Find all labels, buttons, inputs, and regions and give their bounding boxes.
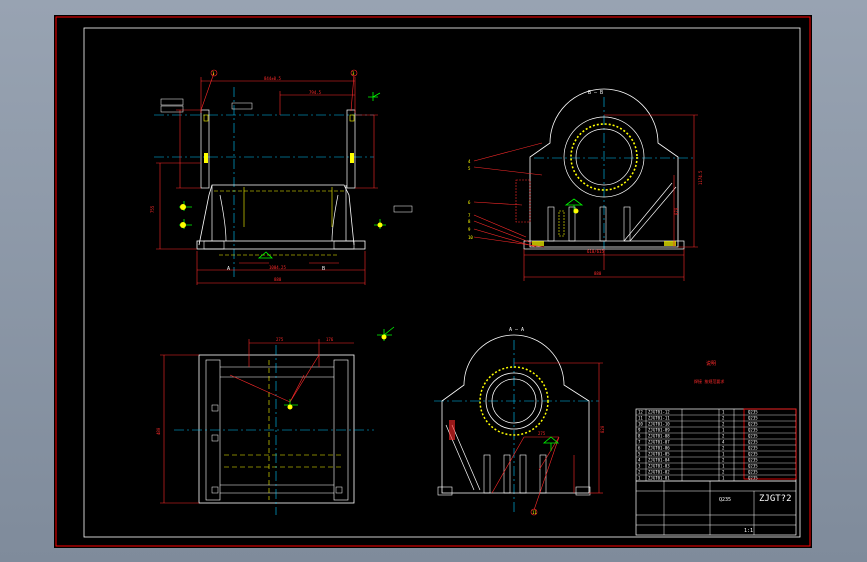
front-dim-width: 844±0.5 <box>264 76 281 81</box>
side-balloon-4: 4 <box>468 159 471 164</box>
bom-cell-no: 2 <box>638 470 641 475</box>
note-text: 焊接 按规范要求 <box>694 378 724 384</box>
front-dim-half: 794.5 <box>309 90 322 95</box>
cad-drawing: 1 3 844±0.5 794.5 1004.25 880 755 A B B … <box>55 16 811 547</box>
bom-cell-no: 12 <box>638 410 643 415</box>
side-balloon-7: 7 <box>468 213 471 218</box>
bom-cell-no: 3 <box>638 464 641 469</box>
front-view: 1 3 844±0.5 794.5 1004.25 880 755 A B <box>150 69 413 285</box>
section-mark-b: B <box>322 266 325 272</box>
bom-cell-mat: Q235 <box>748 440 758 445</box>
bom-cell-mat: Q235 <box>748 410 758 415</box>
bom-cell-code: ZJGT01-09 <box>648 428 670 433</box>
front-dim-base: 880 <box>274 277 282 282</box>
drawing-number: ZJGT?2 <box>759 494 792 504</box>
bom-cell-qty: 2 <box>722 416 725 421</box>
side-balloon-9: 9 <box>468 227 471 232</box>
bom-cell-code: ZJGT01-05 <box>648 452 670 457</box>
bom-cell-qty: 1 <box>722 476 725 481</box>
outer-frame <box>55 16 811 547</box>
bom-cell-code: ZJGT01-06 <box>648 446 670 451</box>
bom-cell-mat: Q235 <box>748 458 758 463</box>
bom-cell-qty: 1 <box>722 428 725 433</box>
bom-cell-no: 6 <box>638 446 641 451</box>
title-block: ZJGT?2 Q235 1:1 <box>635 408 797 536</box>
bom-cell-code: ZJGT01-07 <box>648 440 670 445</box>
plan-view: 275 176 480 <box>156 326 395 515</box>
side-section-label: B — B <box>588 90 603 96</box>
bom-cell-qty: 2 <box>722 434 725 439</box>
front-balloon-3: 3 <box>352 71 355 76</box>
section-dim-b: 820 <box>600 425 605 433</box>
bom-cell-code: ZJGT01-03 <box>648 464 670 469</box>
bom-cell-qty: 1 <box>722 410 725 415</box>
bom-cell-mat: Q235 <box>748 422 758 427</box>
material: Q235 <box>719 497 731 503</box>
bom-cell-no: 10 <box>638 422 643 427</box>
bom-cell-no: 4 <box>638 458 641 463</box>
side-dim-rib: 870 <box>674 207 679 215</box>
bom-cell-code: ZJGT01-02 <box>648 470 670 475</box>
bom-cell-no: 1 <box>638 476 641 481</box>
bom-cell-mat: Q235 <box>748 476 758 481</box>
bom-cell-qty: 2 <box>722 458 725 463</box>
bom-cell-mat: Q235 <box>748 470 758 475</box>
bom-cell-code: ZJGT01-01 <box>648 476 670 481</box>
bom-cell-code: ZJGT01-08 <box>648 434 670 439</box>
bom-cell-qty: 2 <box>722 470 725 475</box>
inner-frame <box>83 27 801 538</box>
bom-cell-no: 5 <box>638 452 641 457</box>
side-balloon-5: 5 <box>468 166 471 171</box>
bom-cell-no: 7 <box>638 440 641 445</box>
side-view: B — B <box>468 88 703 281</box>
bom-cell-mat: Q235 <box>748 452 758 457</box>
bom-cell-qty: 1 <box>722 452 725 457</box>
side-balloon-8: 8 <box>468 219 471 224</box>
bom-cell-qty: 1 <box>722 464 725 469</box>
plan-dim-c: 480 <box>156 427 161 435</box>
drawing-sheet: 1 3 844±0.5 794.5 1004.25 880 755 A B B … <box>54 15 812 548</box>
note-title: 说明 <box>706 360 716 367</box>
bom-cell-mat: Q235 <box>748 434 758 439</box>
bom-cell-mat: Q235 <box>748 416 758 421</box>
bom-cell-no: 8 <box>638 434 641 439</box>
technical-notes: 说明 焊接 按规范要求 <box>694 360 724 384</box>
front-dim-inner: 1004.25 <box>269 265 286 270</box>
side-dim-width: 880 <box>594 271 602 276</box>
bom-cell-code: ZJGT01-10 <box>648 422 670 427</box>
side-balloon-10: 10 <box>468 235 473 240</box>
plan-dim-b: 176 <box>326 337 334 342</box>
front-balloon-1: 1 <box>212 71 215 76</box>
bom-cell-no: 11 <box>638 416 643 421</box>
bom-cell-code: ZJGT01-04 <box>648 458 670 463</box>
section-mark-a: A <box>227 266 230 272</box>
front-dim-height: 755 <box>150 205 155 213</box>
section-a-label: A — A <box>509 327 524 333</box>
bom-cell-mat: Q235 <box>748 446 758 451</box>
bom-cell-qty: 2 <box>722 422 725 427</box>
side-dim-half: 610/615 <box>587 249 604 254</box>
section-dim-a: 275 <box>538 431 546 436</box>
bom-cell-qty: 4 <box>722 440 725 445</box>
bom-cell-mat: Q235 <box>748 464 758 469</box>
side-dim-height: 1174.5 <box>698 170 703 185</box>
scale: 1:1 <box>744 528 753 534</box>
bom-cell-code: ZJGT01-11 <box>648 416 670 421</box>
section-view: A — A 11 275 820 <box>434 327 605 516</box>
bom-cell-qty: 2 <box>722 446 725 451</box>
plan-dim-a: 275 <box>276 337 284 342</box>
side-balloon-6: 6 <box>468 200 471 205</box>
section-balloon-11: 11 <box>532 510 537 515</box>
bom-cell-no: 9 <box>638 428 641 433</box>
bom-cell-code: ZJGT01-12 <box>648 410 670 415</box>
bom-cell-mat: Q235 <box>748 428 758 433</box>
